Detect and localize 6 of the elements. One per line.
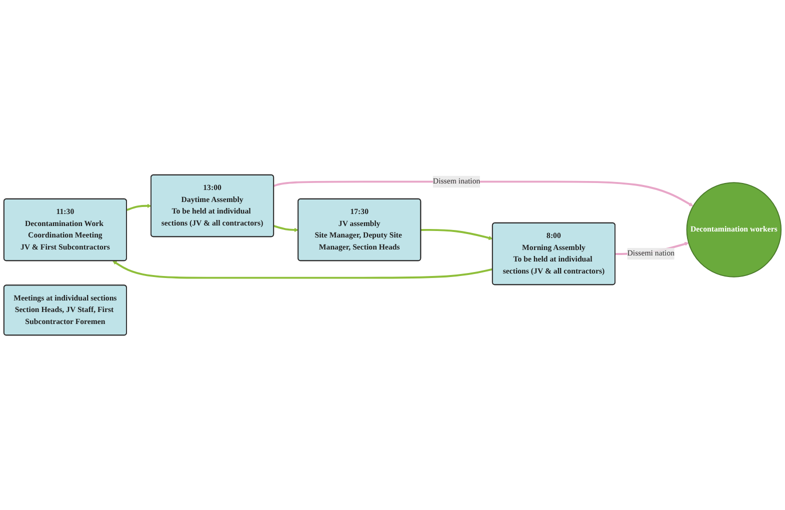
arrow — [126, 204, 152, 211]
node-circle — [686, 182, 782, 278]
arrow — [274, 180, 694, 206]
arrow — [274, 225, 299, 232]
arrow — [420, 228, 493, 240]
arrow — [112, 260, 493, 279]
